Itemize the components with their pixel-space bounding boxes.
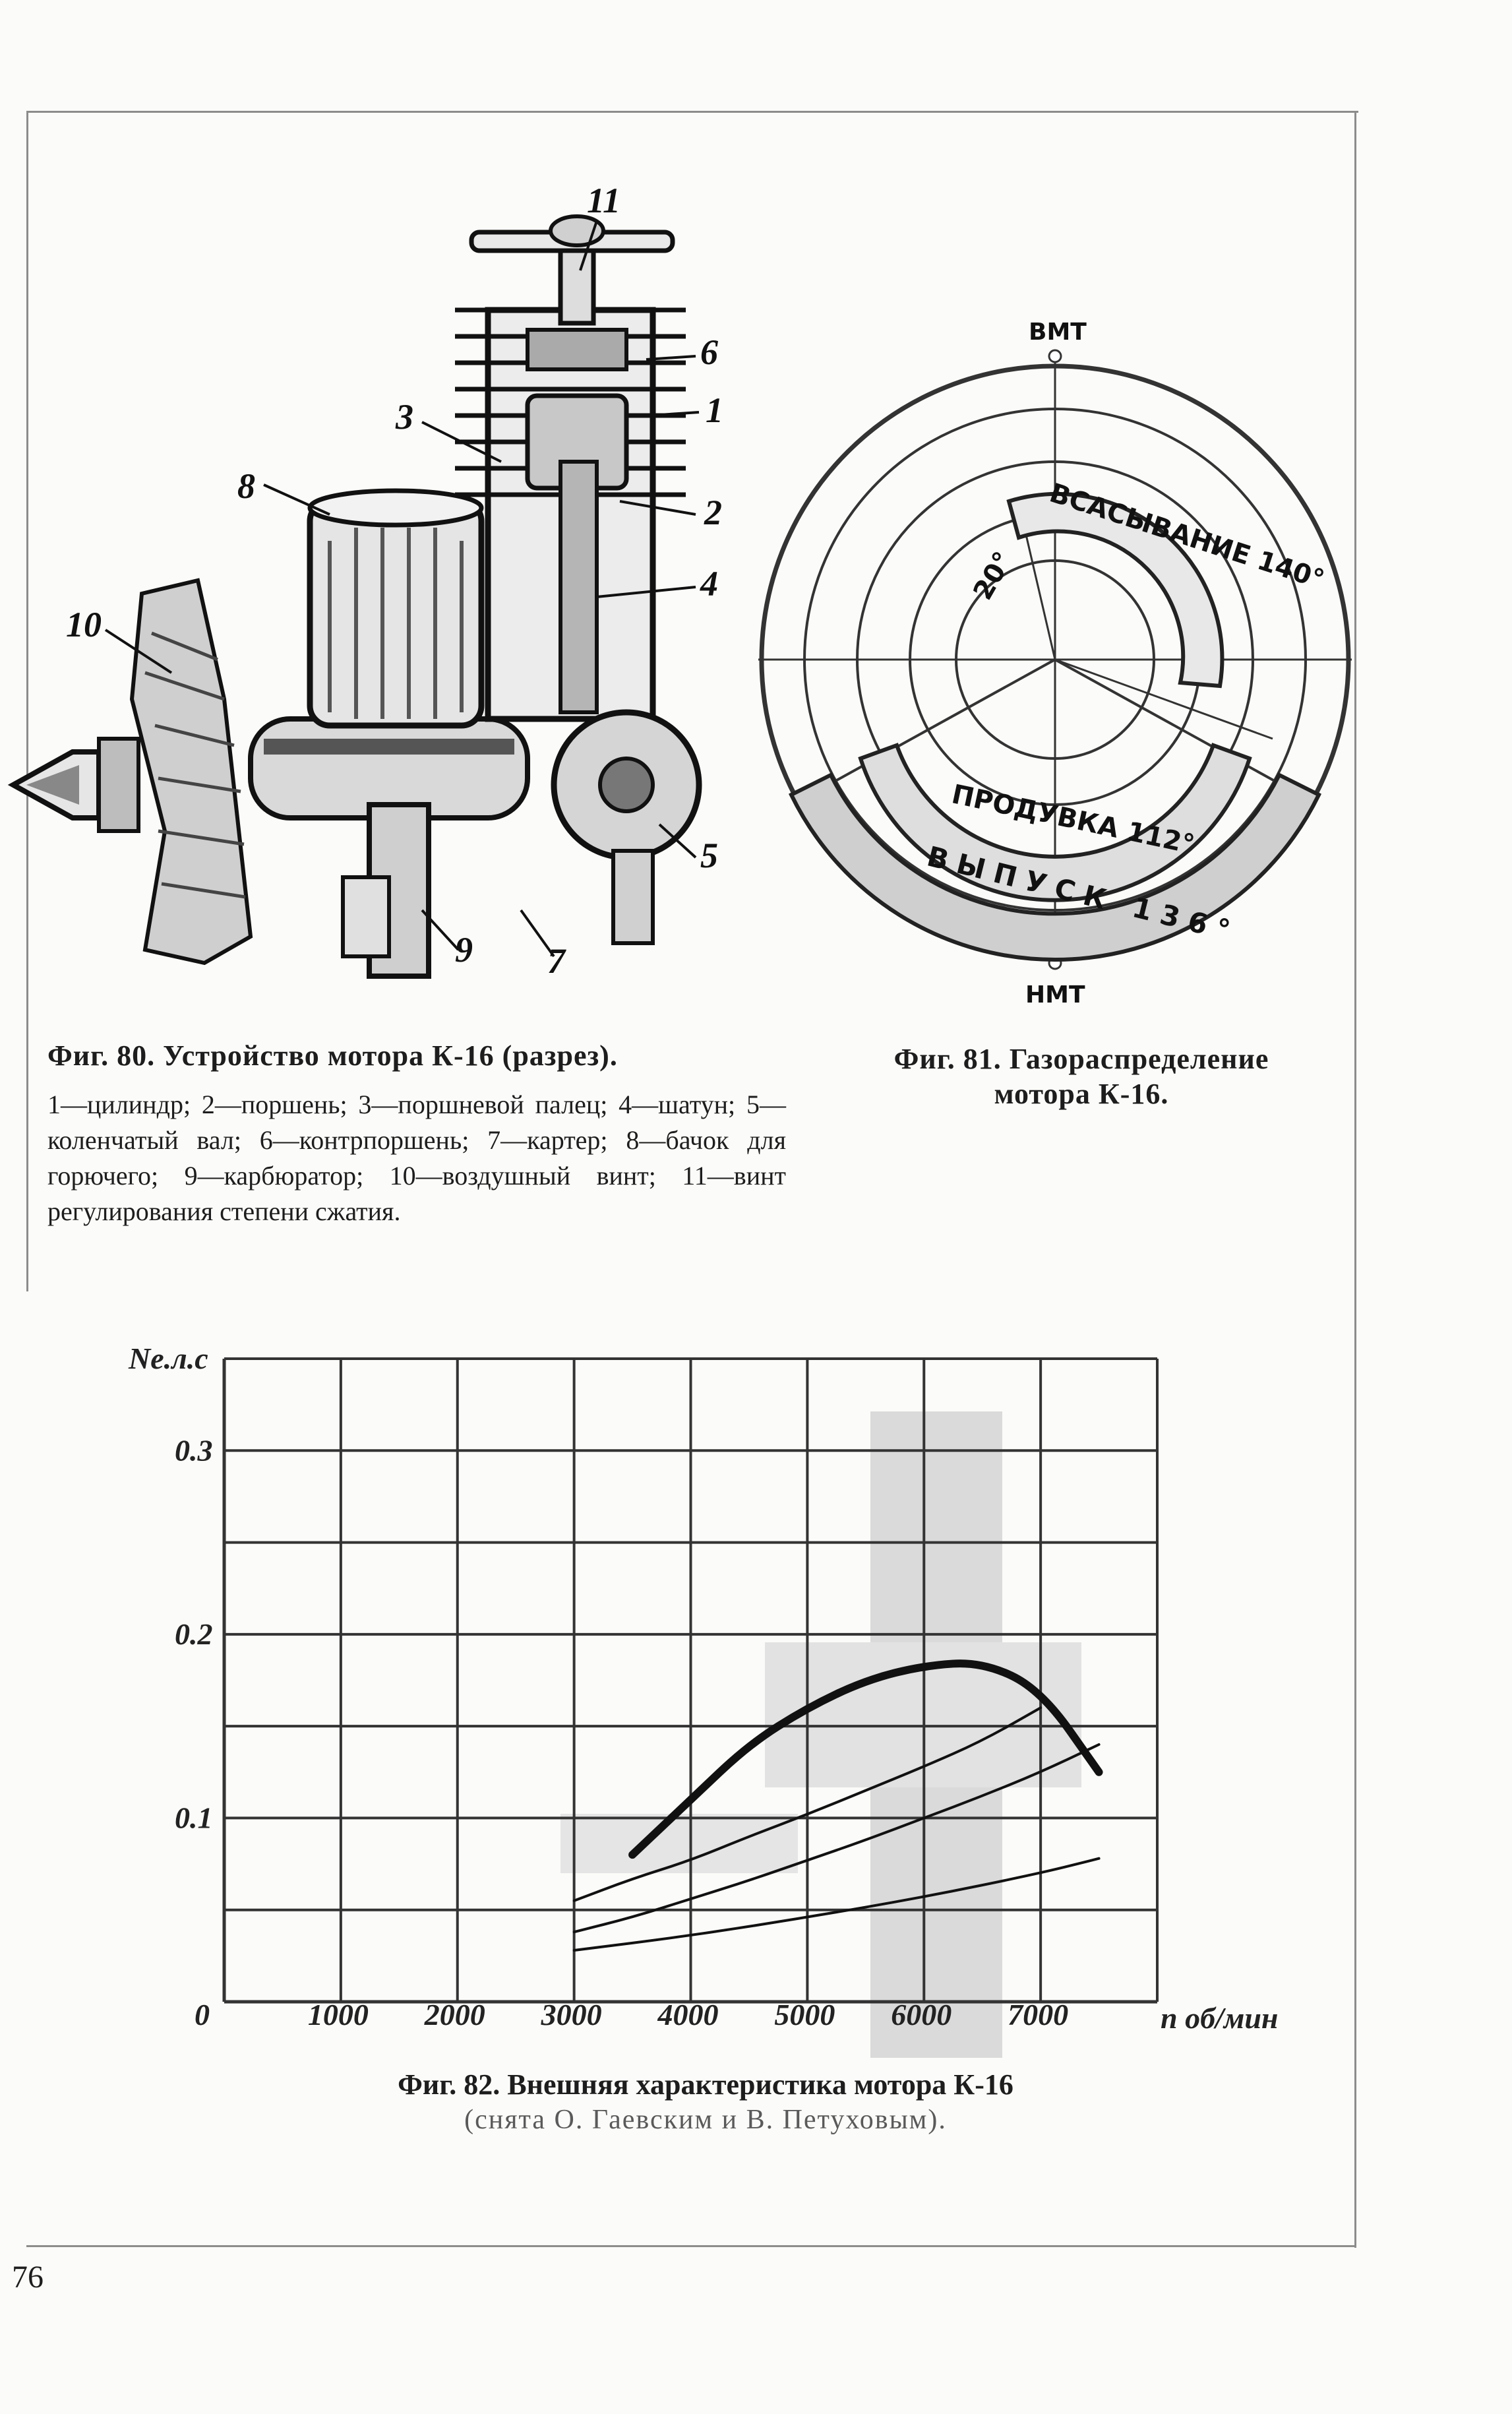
callout-4: 4 bbox=[700, 564, 718, 604]
callout-2: 2 bbox=[704, 493, 722, 532]
propeller-blade bbox=[129, 578, 253, 966]
chart-series bbox=[572, 1659, 1103, 1952]
frame-right-line bbox=[1354, 111, 1356, 2248]
y-tick-label: 0.2 bbox=[175, 1617, 213, 1651]
fig82-caption: Фиг. 82. Внешняя характеристика мотора К… bbox=[398, 2068, 1013, 2101]
contra-piston bbox=[526, 328, 628, 371]
fig81-caption-line1: Фиг. 81. Газораспределение bbox=[893, 1043, 1269, 1075]
callout-8: 8 bbox=[237, 466, 255, 506]
page-number: 76 bbox=[12, 2260, 44, 2295]
x-tick-label: 6000 bbox=[891, 1998, 952, 2031]
intake-arc bbox=[1006, 492, 1225, 689]
label-bottom-dead-center: НМТ bbox=[1025, 981, 1085, 1008]
x-tick-label: 1000 bbox=[308, 1998, 369, 2031]
callout-1: 1 bbox=[706, 390, 723, 430]
series-line-1 bbox=[628, 1659, 1103, 1859]
valve-timing-diagram: ВМТ НМТ 20° ВСАСЫВАНИЕ 140° ПРОДУВКА 112… bbox=[758, 319, 1352, 1008]
fig80-legend: 1—цилиндр; 2—поршень; 3—поршневой палец;… bbox=[47, 1090, 786, 1226]
fig80-caption: Фиг. 80. Устройство мотора К-16 (разрез)… bbox=[47, 1039, 618, 1072]
x-tick-label: 2000 bbox=[424, 1998, 485, 2031]
angle-20-label: 20° bbox=[967, 547, 1019, 605]
callout-6: 6 bbox=[700, 332, 718, 372]
fig82-subcaption: (снята О. Гаевским и В. Петуховым). bbox=[464, 2105, 947, 2135]
frame-bottom-line bbox=[26, 2245, 1356, 2247]
frame-left-line bbox=[26, 111, 28, 1291]
series-line-4 bbox=[572, 1857, 1101, 1952]
x-tick-label: 3000 bbox=[541, 1998, 602, 2031]
x-tick-label: 7000 bbox=[1008, 1998, 1068, 2031]
origin-label: 0 bbox=[195, 1998, 210, 2031]
exhaust-arc bbox=[788, 772, 1322, 962]
label-top-dead-center: ВМТ bbox=[1029, 319, 1087, 346]
fuel-tank bbox=[307, 498, 485, 729]
fig81-caption-line2: мотора К-16. bbox=[994, 1078, 1169, 1110]
x-tick-label: 4000 bbox=[657, 1998, 719, 2031]
frame-top-line bbox=[26, 111, 1358, 113]
y-tick-label: 0.3 bbox=[175, 1433, 213, 1467]
y-axis-label: Nе.л.с bbox=[128, 1342, 208, 1375]
power-characteristic-chart: 1000 2000 3000 4000 5000 6000 7000 0.1 0.2 0.3 Nе… bbox=[128, 1342, 1278, 2058]
engine-cutaway-drawing: 11 6 1 3 2 8 4 10 5 9 7 bbox=[7, 181, 723, 981]
scavenge-arc bbox=[858, 743, 1252, 902]
callout-3: 3 bbox=[395, 397, 413, 437]
callout-11: 11 bbox=[587, 181, 620, 220]
callout-7: 7 bbox=[547, 941, 566, 981]
series-line-2 bbox=[572, 1706, 1043, 1902]
x-axis-label: n об/мин bbox=[1161, 2001, 1278, 2035]
callout-5: 5 bbox=[700, 836, 718, 875]
connecting-rod bbox=[559, 460, 599, 714]
callout-9: 9 bbox=[455, 930, 473, 970]
y-tick-label: 0.1 bbox=[175, 1801, 213, 1834]
chart-grid bbox=[222, 1357, 1159, 2004]
x-tick-label: 5000 bbox=[774, 1998, 835, 2031]
chart-ticks: 1000 2000 3000 4000 5000 6000 7000 0.1 0.2 0.3 bbox=[175, 1433, 1068, 2031]
callout-10: 10 bbox=[66, 605, 102, 644]
series-line-3 bbox=[572, 1743, 1101, 1934]
